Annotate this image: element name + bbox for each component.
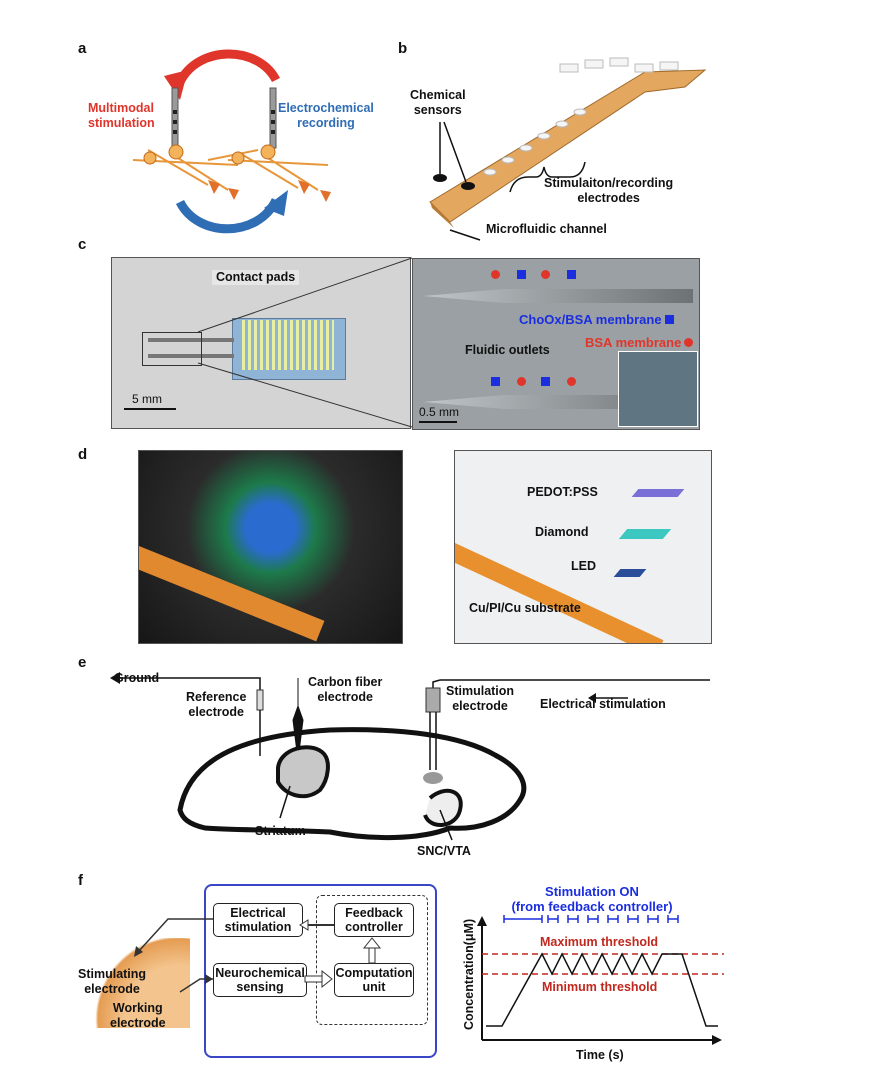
controller-frame xyxy=(204,884,437,1058)
probe-tip-top xyxy=(423,289,693,303)
bsa-marker xyxy=(567,377,576,386)
rat-brain-schematic xyxy=(110,672,710,841)
choox-marker xyxy=(517,270,526,279)
pedot-layer xyxy=(631,489,685,497)
fluidic-outlets-label: Fluidic outlets xyxy=(465,343,550,357)
electrical-stimulation-label: Electrical stimulation xyxy=(540,697,666,711)
substrate-layer xyxy=(455,543,664,643)
contact-pads xyxy=(242,320,334,370)
choox-marker xyxy=(491,377,500,386)
device-photo: Contact pads 5 mm xyxy=(111,257,411,429)
contact-pads-label: Contact pads xyxy=(212,270,300,285)
stimulation-on-label: Stimulation ON(from feedback controller) xyxy=(511,884,673,914)
panel-b-probe-illustration xyxy=(429,57,707,241)
neural-tissue-image xyxy=(138,450,403,644)
scale-bar xyxy=(419,421,457,423)
controller-dashed-group xyxy=(316,895,428,1025)
zoom-box xyxy=(142,332,202,366)
chart-x-axis-label: Time (s) xyxy=(576,1048,624,1062)
probe-shank xyxy=(148,354,234,358)
choox-membrane-label: ChoOx/BSA membrane xyxy=(519,312,674,327)
panel-e-label: e xyxy=(78,654,87,671)
led-layer xyxy=(613,569,647,577)
bsa-marker xyxy=(491,270,500,279)
panel-f-label: f xyxy=(78,872,83,889)
bsa-membrane-label: BSA membrane xyxy=(585,335,694,350)
led-label: LED xyxy=(571,559,596,573)
bsa-marker xyxy=(541,270,550,279)
panel-d-label: d xyxy=(78,446,88,463)
striatum-label: Striatum xyxy=(255,824,306,838)
bsa-marker xyxy=(517,377,526,386)
substrate-label: Cu/PI/Cu substrate xyxy=(469,601,581,615)
choox-marker xyxy=(541,377,550,386)
microscope-photo: ChoOx/BSA membrane BSA membrane Fluidic … xyxy=(412,258,700,430)
microfluidic-channel-label: Microfluidic channel xyxy=(486,222,607,236)
scale-bar xyxy=(124,408,176,410)
diamond-label: Diamond xyxy=(535,525,589,539)
panel-c-label: c xyxy=(78,236,87,253)
panel-b-label: b xyxy=(398,40,408,57)
probe-shank xyxy=(148,338,234,342)
brain-tissue-illustration xyxy=(72,938,190,1028)
ground-label: Ground xyxy=(114,671,160,685)
diamond-layer xyxy=(618,529,672,539)
chart-y-axis-label: Concentration(μM) xyxy=(462,918,476,1030)
minimum-threshold-label: Minimum threshold xyxy=(542,980,658,994)
choox-marker xyxy=(567,270,576,279)
maximum-threshold-label: Maximum threshold xyxy=(540,935,659,949)
panel-a-illustration xyxy=(132,49,331,234)
scale-label-5mm: 5 mm xyxy=(132,392,162,406)
layer-stack-illustration: PEDOT:PSS Diamond LED Cu/PI/Cu substrate xyxy=(454,450,712,644)
threshold-chart xyxy=(477,915,724,1045)
pedot-label: PEDOT:PSS xyxy=(527,485,598,499)
inset-photo xyxy=(618,351,698,427)
scale-label-05mm: 0.5 mm xyxy=(419,405,460,419)
snc-vta-label: SNC/VTA xyxy=(417,844,471,858)
panel-a-label: a xyxy=(78,40,87,57)
probe-in-tissue xyxy=(139,546,325,642)
